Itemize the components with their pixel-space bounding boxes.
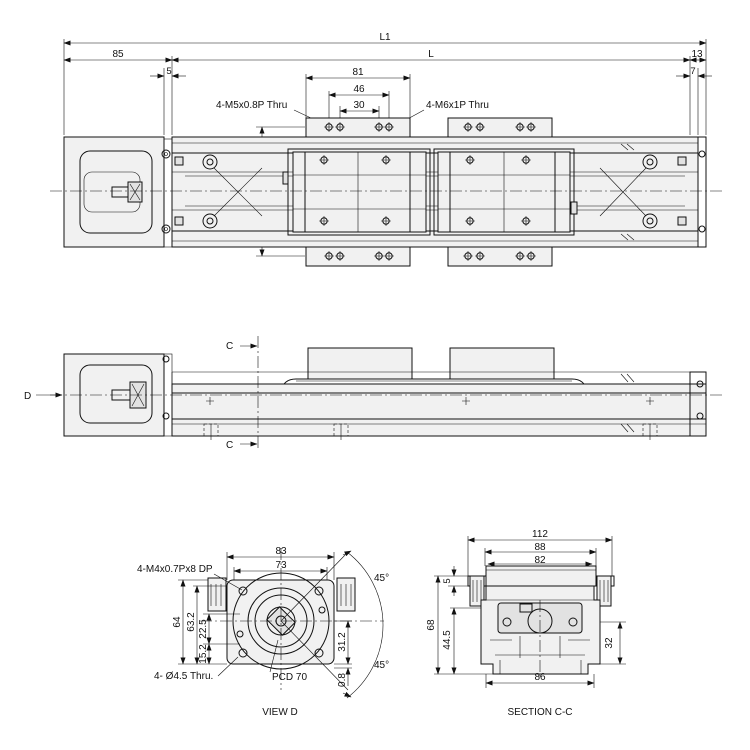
dim-hole-span-outer: 81 — [352, 67, 364, 78]
view-d: 83 73 45° 45° — [137, 546, 389, 718]
bolt-hole-icon — [526, 122, 536, 132]
section-cc-caption: SECTION C-C — [508, 707, 573, 718]
bolt-hole-icon — [324, 251, 334, 261]
bolt-hole-icon — [465, 216, 475, 226]
dim-motor-offset: 85 — [112, 49, 124, 60]
dim-section-height-total: 68 — [426, 619, 437, 631]
bolt-hole-icon — [515, 251, 525, 261]
bolt-hole-icon — [384, 122, 394, 132]
dim-angle-top: 45° — [374, 573, 389, 584]
bolt-hole-icon — [319, 155, 329, 165]
dim-view-d-height-total: 64 — [172, 616, 183, 628]
dim-section-width-mid: 88 — [534, 542, 546, 553]
dim-stroke-length: L — [428, 49, 434, 60]
bolt-hole-icon — [381, 155, 391, 165]
dim-section-height-mid: 44.5 — [442, 630, 453, 650]
bolt-hole-icon — [381, 216, 391, 226]
dim-view-d-plate-thickness: 0.8 — [337, 673, 348, 687]
section-cc: 112 88 82 68 44.5 — [426, 529, 626, 718]
mounting-hole-icon — [202, 154, 658, 229]
dim-view-d-width-inner: 73 — [275, 560, 287, 571]
bolt-hole-icon — [521, 155, 531, 165]
side-view: C C D — [24, 336, 722, 451]
bolt-hole-icon — [324, 122, 334, 132]
screw-icon — [161, 149, 706, 234]
dim-right-gap: 7 — [690, 66, 695, 77]
bolt-hole-icon — [463, 251, 473, 261]
dim-section-width-inner: 82 — [534, 555, 546, 566]
screw-icon — [236, 586, 326, 658]
dim-hole-span-mid: 46 — [353, 84, 365, 95]
bolt-hole-icon — [374, 122, 384, 132]
bolt-hole-icon — [319, 216, 329, 226]
callout-left-holes: 4-M5x0.8P Thru — [216, 100, 287, 111]
dim-left-gap: 5 — [166, 66, 171, 77]
bolt-hole-icon — [374, 251, 384, 261]
dim-section-base-width: 86 — [534, 672, 546, 683]
dim-view-d-height-mid: 63.2 — [186, 612, 197, 632]
callout-pitch-circle: PCD 70 — [272, 672, 307, 683]
top-view: L1 85 L 13 5 7 81 46 30 4-M5x0.8P Thru — [50, 32, 722, 267]
bolt-hole-icon — [521, 216, 531, 226]
dim-view-d-center-height: 22.5 — [198, 619, 209, 639]
callout-tapped-holes: 4-M4x0.7Px8 DP — [137, 564, 213, 575]
section-label-bottom: C — [226, 440, 233, 451]
bolt-hole-icon — [384, 251, 394, 261]
bolt-hole-icon — [335, 122, 345, 132]
view-d-caption: VIEW D — [262, 707, 298, 718]
bolt-hole-icon — [526, 251, 536, 261]
bolt-hole-icon — [465, 155, 475, 165]
bolt-hole-icon — [475, 251, 485, 261]
callout-right-holes: 4-M6x1P Thru — [426, 100, 489, 111]
dim-section-slot-depth: 5 — [442, 578, 453, 583]
dim-view-d-shaft-height: 31.2 — [337, 632, 348, 652]
view-arrow-label: D — [24, 391, 31, 402]
dim-section-width-total: 112 — [532, 529, 548, 540]
dim-view-d-base-offset: 15.2 — [198, 644, 209, 664]
dim-hole-span-inner: 30 — [353, 100, 365, 111]
dim-section-height-right: 32 — [604, 637, 615, 649]
bolt-hole-icon — [475, 122, 485, 132]
section-label-top: C — [226, 341, 233, 352]
callout-thru-holes: 4- Ø4.5 Thru. — [154, 671, 213, 682]
bolt-hole-icon — [515, 122, 525, 132]
dim-end-cap-right: 13 — [691, 49, 703, 60]
dim-overall-length: L1 — [379, 32, 391, 43]
dim-angle-bottom: 45° — [374, 660, 389, 671]
bolt-hole-icon — [335, 251, 345, 261]
bolt-hole-icon — [463, 122, 473, 132]
bolt-holes-top — [319, 122, 536, 261]
